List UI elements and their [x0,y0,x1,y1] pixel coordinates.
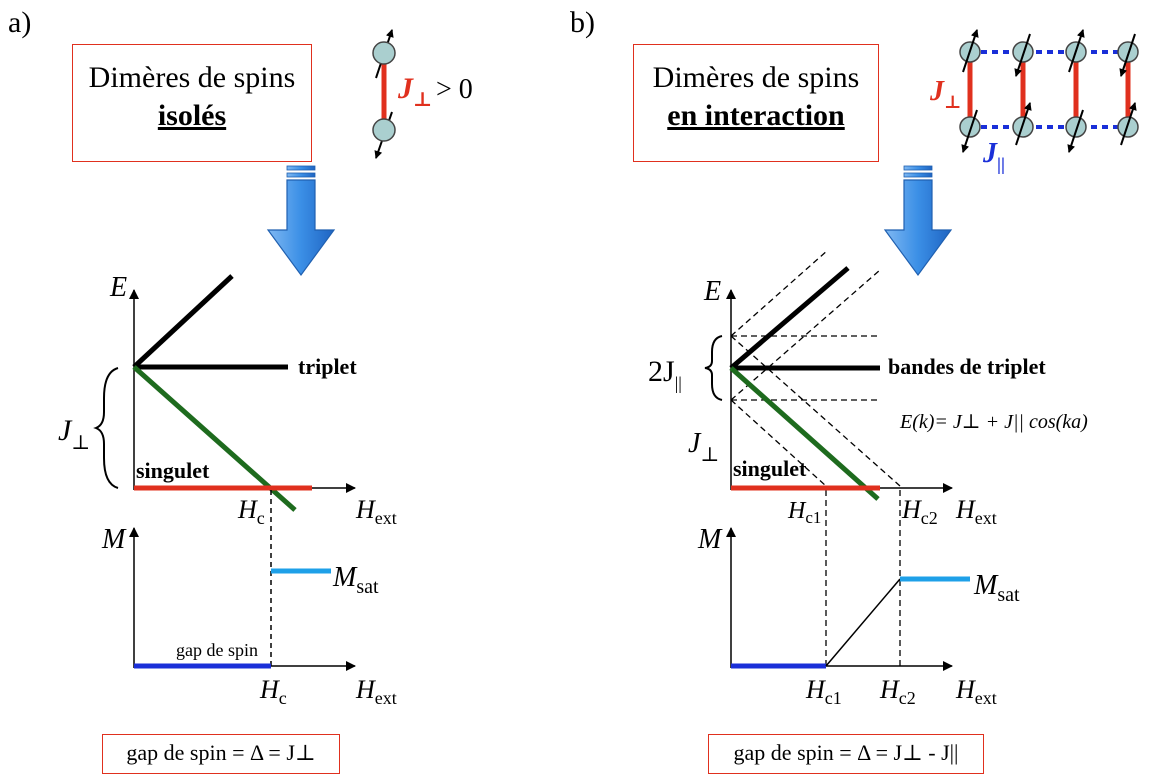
spin-arrow [1015,102,1032,146]
energy-axis-label-b: E [703,276,721,307]
energy-axis-label-a: E [109,272,127,303]
hc2-label-bottom: Hc2 [879,675,916,708]
gap-brace-a [93,367,119,489]
spin-arrow [1014,33,1031,77]
spin-site [959,116,981,138]
leg-coupling-label: J|| [982,138,1005,174]
bandwidth-label: 2J|| [648,355,682,393]
hext-label-b-bottom: Hext [955,675,997,708]
title-isolated-line2: isolés [157,99,227,132]
triplet-bands-label: bandes de triplet [888,354,1046,379]
hc-label-a: Hc [237,495,265,528]
down-arrow-b [883,165,953,277]
hc2-label-top: Hc2 [901,495,938,528]
title-box-interacting: Dimères de spins en interaction [633,44,879,162]
panel-a-label: a) [8,6,32,39]
hext-label-a-top: Hext [355,495,397,528]
gap-j-label-a: J⊥ [58,414,90,454]
mag-axis-label-b: M [697,524,723,555]
gap-j-label-b: J⊥ [688,428,719,466]
msat-label-a: Msat [332,562,379,598]
gap-de-spin-label: gap de spin [176,640,258,660]
spin-arrow [1120,102,1137,146]
isolated-dimer-sketch: J⊥ > 0 [372,29,473,159]
msat-label-b: Msat [973,570,1020,606]
energy-diagram-a: E triplet singulet J⊥ Hc Hext [58,272,397,528]
title-isolated-line1: Dimères de spins [88,61,296,94]
spin-arrow [1119,33,1136,77]
spin-arrow [962,29,979,73]
triplet-up-line-a [132,274,234,369]
band-edges [730,249,901,666]
triplet-up-line-b [729,266,850,370]
panel-b-label: b) [570,6,595,39]
hc1-label-bottom: Hc1 [805,675,842,708]
magnetization-ramp [825,578,901,667]
down-arrow-a [266,165,336,277]
spin-site [372,41,396,65]
title-box-isolated: Dimères de spins isolés [72,44,312,162]
triplet-down-line-b [729,366,880,501]
hc-label-a-bottom: Hc [259,675,287,708]
magnetization-diagram-a: M gap de spin Msat Hc Hext [101,490,397,708]
triplet-label-a: triplet [298,354,357,379]
coupling-j-label: J⊥ [397,72,432,111]
gap-formula-a: gap de spin = Δ = J⊥ [102,734,340,774]
hc1-label-top: Hc1 [787,498,821,527]
spin-site [1065,116,1087,138]
singlet-label-b: singulet [733,456,807,481]
spin-site [372,118,396,142]
gap-formula-b: gap de spin = Δ = J⊥ - J|| [708,734,984,774]
ladder-sketch: J⊥ J|| [929,29,1139,174]
hext-label-b-top: Hext [955,495,997,528]
magnetization-diagram-b: M Msat Hc1 Hc2 Hext [697,524,1020,708]
singlet-label-a: singulet [136,458,210,483]
spin-arrow [1068,29,1085,73]
bandwidth-brace [704,335,723,401]
spin-arrow [961,109,978,153]
dispersion-relation: E(k)= J⊥ + J|| cos(ka) [899,411,1088,433]
spin-arrow [1067,109,1084,153]
mag-axis-label-a: M [101,524,127,555]
energy-diagram-b: E bandes de triplet singulet 2J|| J⊥ E(k… [648,249,1088,666]
rung-coupling-label: J⊥ [929,76,961,112]
title-interacting-line2: en interaction [667,99,845,132]
title-interacting-line1: Dimères de spins [652,61,860,94]
coupling-condition: > 0 [436,74,473,105]
hext-label-a-bottom: Hext [355,675,397,708]
